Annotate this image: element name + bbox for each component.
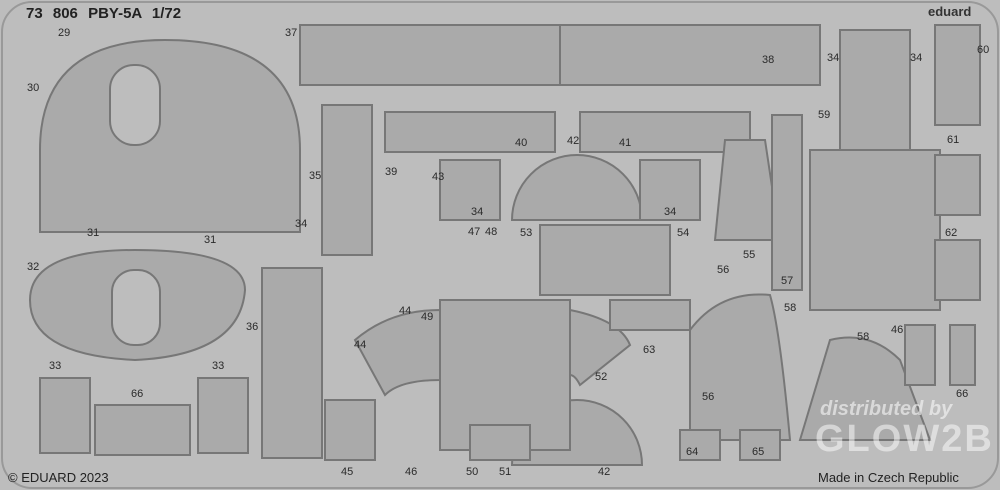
copyright: © EDUARD 2023	[8, 470, 109, 485]
part-number-label: 58	[784, 302, 797, 314]
part-34-a	[439, 159, 501, 221]
part-number-label: 60	[977, 44, 990, 56]
part-58-a	[689, 293, 792, 441]
part-62	[934, 239, 981, 301]
part-number-label: 66	[131, 388, 144, 400]
part-59-base	[809, 149, 941, 311]
part-number-label: 56	[717, 264, 730, 276]
part-number-label: 54	[677, 227, 690, 239]
part-number-label: 44	[354, 339, 367, 351]
part-number-label: 46	[891, 324, 904, 336]
part-number-label: 34	[664, 206, 677, 218]
part-number-label: 46	[405, 466, 418, 478]
part-36	[261, 267, 323, 459]
part-33-right	[197, 377, 249, 454]
scale: 1/72	[151, 5, 182, 22]
part-number-label: 63	[643, 344, 656, 356]
part-57	[771, 114, 803, 291]
part-number-label: 48	[485, 226, 498, 238]
part-number-label: 37	[285, 27, 298, 39]
part-32-window	[111, 269, 161, 346]
part-61	[934, 154, 981, 216]
part-number-label: 62	[945, 227, 958, 239]
part-35	[321, 104, 373, 256]
model-name: PBY-5A	[88, 5, 142, 22]
watermark-line1: distributed by	[820, 398, 953, 420]
part-63	[609, 299, 691, 331]
part-number-label: 66	[956, 388, 969, 400]
part-number-label: 39	[385, 166, 398, 178]
part-30-window	[109, 64, 161, 146]
part-42-top	[510, 154, 644, 221]
part-number-label: 31	[87, 227, 100, 239]
part-number-label: 50	[466, 466, 479, 478]
origin-text: Made in Czech Republic	[818, 470, 959, 485]
part-64	[679, 429, 721, 461]
part-number-label: 42	[567, 135, 580, 147]
part-number-label: 61	[947, 134, 960, 146]
part-number-label: 47	[468, 226, 481, 238]
part-number-label: 33	[212, 360, 225, 372]
part-number-label: 43	[432, 171, 445, 183]
eduard-logo: eduard	[928, 4, 972, 19]
part-40	[384, 111, 556, 153]
part-53-54	[539, 224, 671, 296]
part-number-label: 56	[702, 391, 715, 403]
part-50-51	[469, 424, 531, 461]
part-number-label: 57	[781, 275, 794, 287]
part-number-label: 34	[910, 52, 923, 64]
part-number-label: 65	[752, 446, 765, 458]
part-33-left	[39, 377, 91, 454]
product-title: 73 806 PBY-5A 1/72	[26, 5, 181, 22]
watermark-logo: GLOW2B	[815, 418, 994, 460]
part-number-label: 32	[27, 261, 40, 273]
part-34-b	[639, 159, 701, 221]
part-37	[299, 24, 561, 86]
part-46	[904, 324, 936, 386]
part-number-label: 42	[598, 466, 611, 478]
part-45	[324, 399, 376, 461]
part-number-label: 53	[520, 227, 533, 239]
part-number-label: 59	[818, 109, 831, 121]
part-number-label: 29	[58, 27, 71, 39]
product-code: 73 806	[26, 5, 78, 22]
part-number-label: 64	[686, 446, 699, 458]
part-number-label: 41	[619, 137, 632, 149]
part-number-label: 34	[295, 218, 308, 230]
part-58-b	[798, 336, 932, 441]
part-number-label: 34	[471, 206, 484, 218]
part-66-b	[949, 324, 976, 386]
part-65	[739, 429, 781, 461]
part-66	[94, 404, 191, 456]
part-55	[713, 139, 782, 241]
part-38	[559, 24, 821, 86]
part-number-label: 51	[499, 466, 512, 478]
part-number-label: 49	[421, 311, 434, 323]
part-number-label: 35	[309, 170, 322, 182]
part-30	[39, 38, 301, 233]
part-number-label: 55	[743, 249, 756, 261]
part-number-label: 58	[857, 331, 870, 343]
part-number-label: 33	[49, 360, 62, 372]
part-number-label: 36	[246, 321, 259, 333]
part-number-label: 34	[827, 52, 840, 64]
part-number-label: 52	[595, 371, 608, 383]
part-60	[934, 24, 981, 126]
part-number-label: 45	[341, 466, 354, 478]
part-number-label: 31	[204, 234, 217, 246]
part-number-label: 44	[399, 305, 412, 317]
part-number-label: 40	[515, 137, 528, 149]
part-41	[579, 111, 751, 153]
part-number-label: 30	[27, 82, 40, 94]
part-number-label: 38	[762, 54, 775, 66]
part-49-wing-left	[353, 308, 441, 397]
